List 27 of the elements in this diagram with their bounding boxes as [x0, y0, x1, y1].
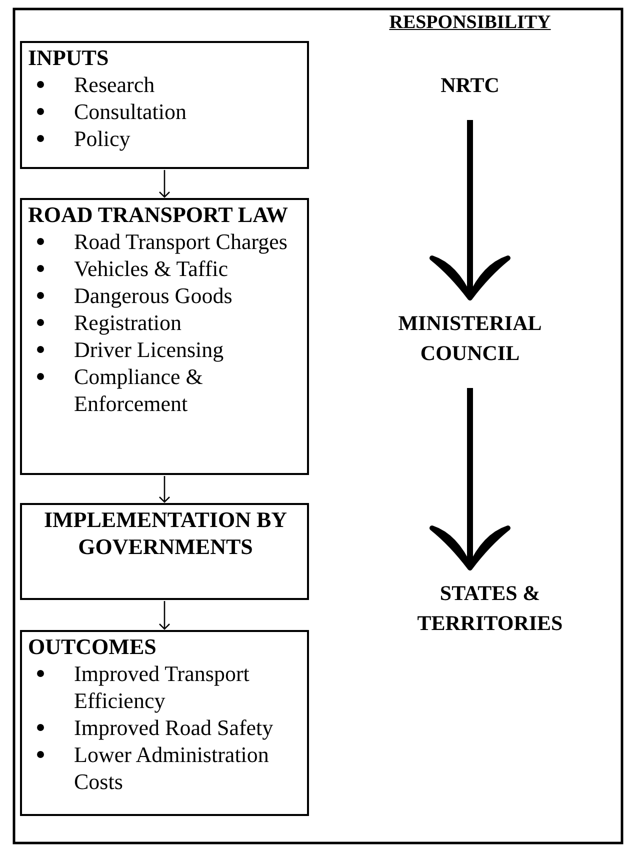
stage-box	[20, 41, 309, 169]
list-item: Dangerous Goods	[74, 283, 232, 308]
list-item: Road Transport Charges	[74, 229, 288, 254]
list-item: Driver Licensing	[74, 337, 224, 362]
body-label: NRTC	[420, 70, 520, 102]
list-item: Registration	[74, 310, 182, 335]
list-item: Compliance & Enforcement	[74, 364, 203, 416]
stage-box	[20, 630, 309, 816]
box-heading: OUTCOMES	[28, 633, 158, 660]
list-item: Policy	[74, 126, 130, 151]
stage-box	[20, 198, 309, 475]
box-heading: INPUTS	[28, 44, 110, 71]
body-label: MINISTERIAL COUNCIL	[390, 308, 550, 370]
arrow	[158, 601, 170, 630]
arrow	[158, 170, 170, 198]
column-heading: RESPONSIBILITY	[388, 11, 552, 35]
box-heading: ROAD TRANSPORT LAW	[28, 201, 290, 228]
list-item: Improved Transport Efficiency	[74, 661, 250, 713]
body-label: STATES & TERRITORIES	[390, 578, 590, 640]
arrow	[158, 476, 170, 503]
list-item: Lower Administration Costs	[74, 742, 269, 794]
box-heading: IMPLEMENTATION BY GOVERNMENTS	[42, 506, 288, 560]
list-item: Improved Road Safety	[74, 715, 274, 740]
list-item: Consultation	[74, 99, 186, 124]
list-item: Vehicles & Taffic	[74, 256, 228, 281]
stage-box	[20, 503, 309, 600]
list-item: Research	[74, 72, 155, 97]
